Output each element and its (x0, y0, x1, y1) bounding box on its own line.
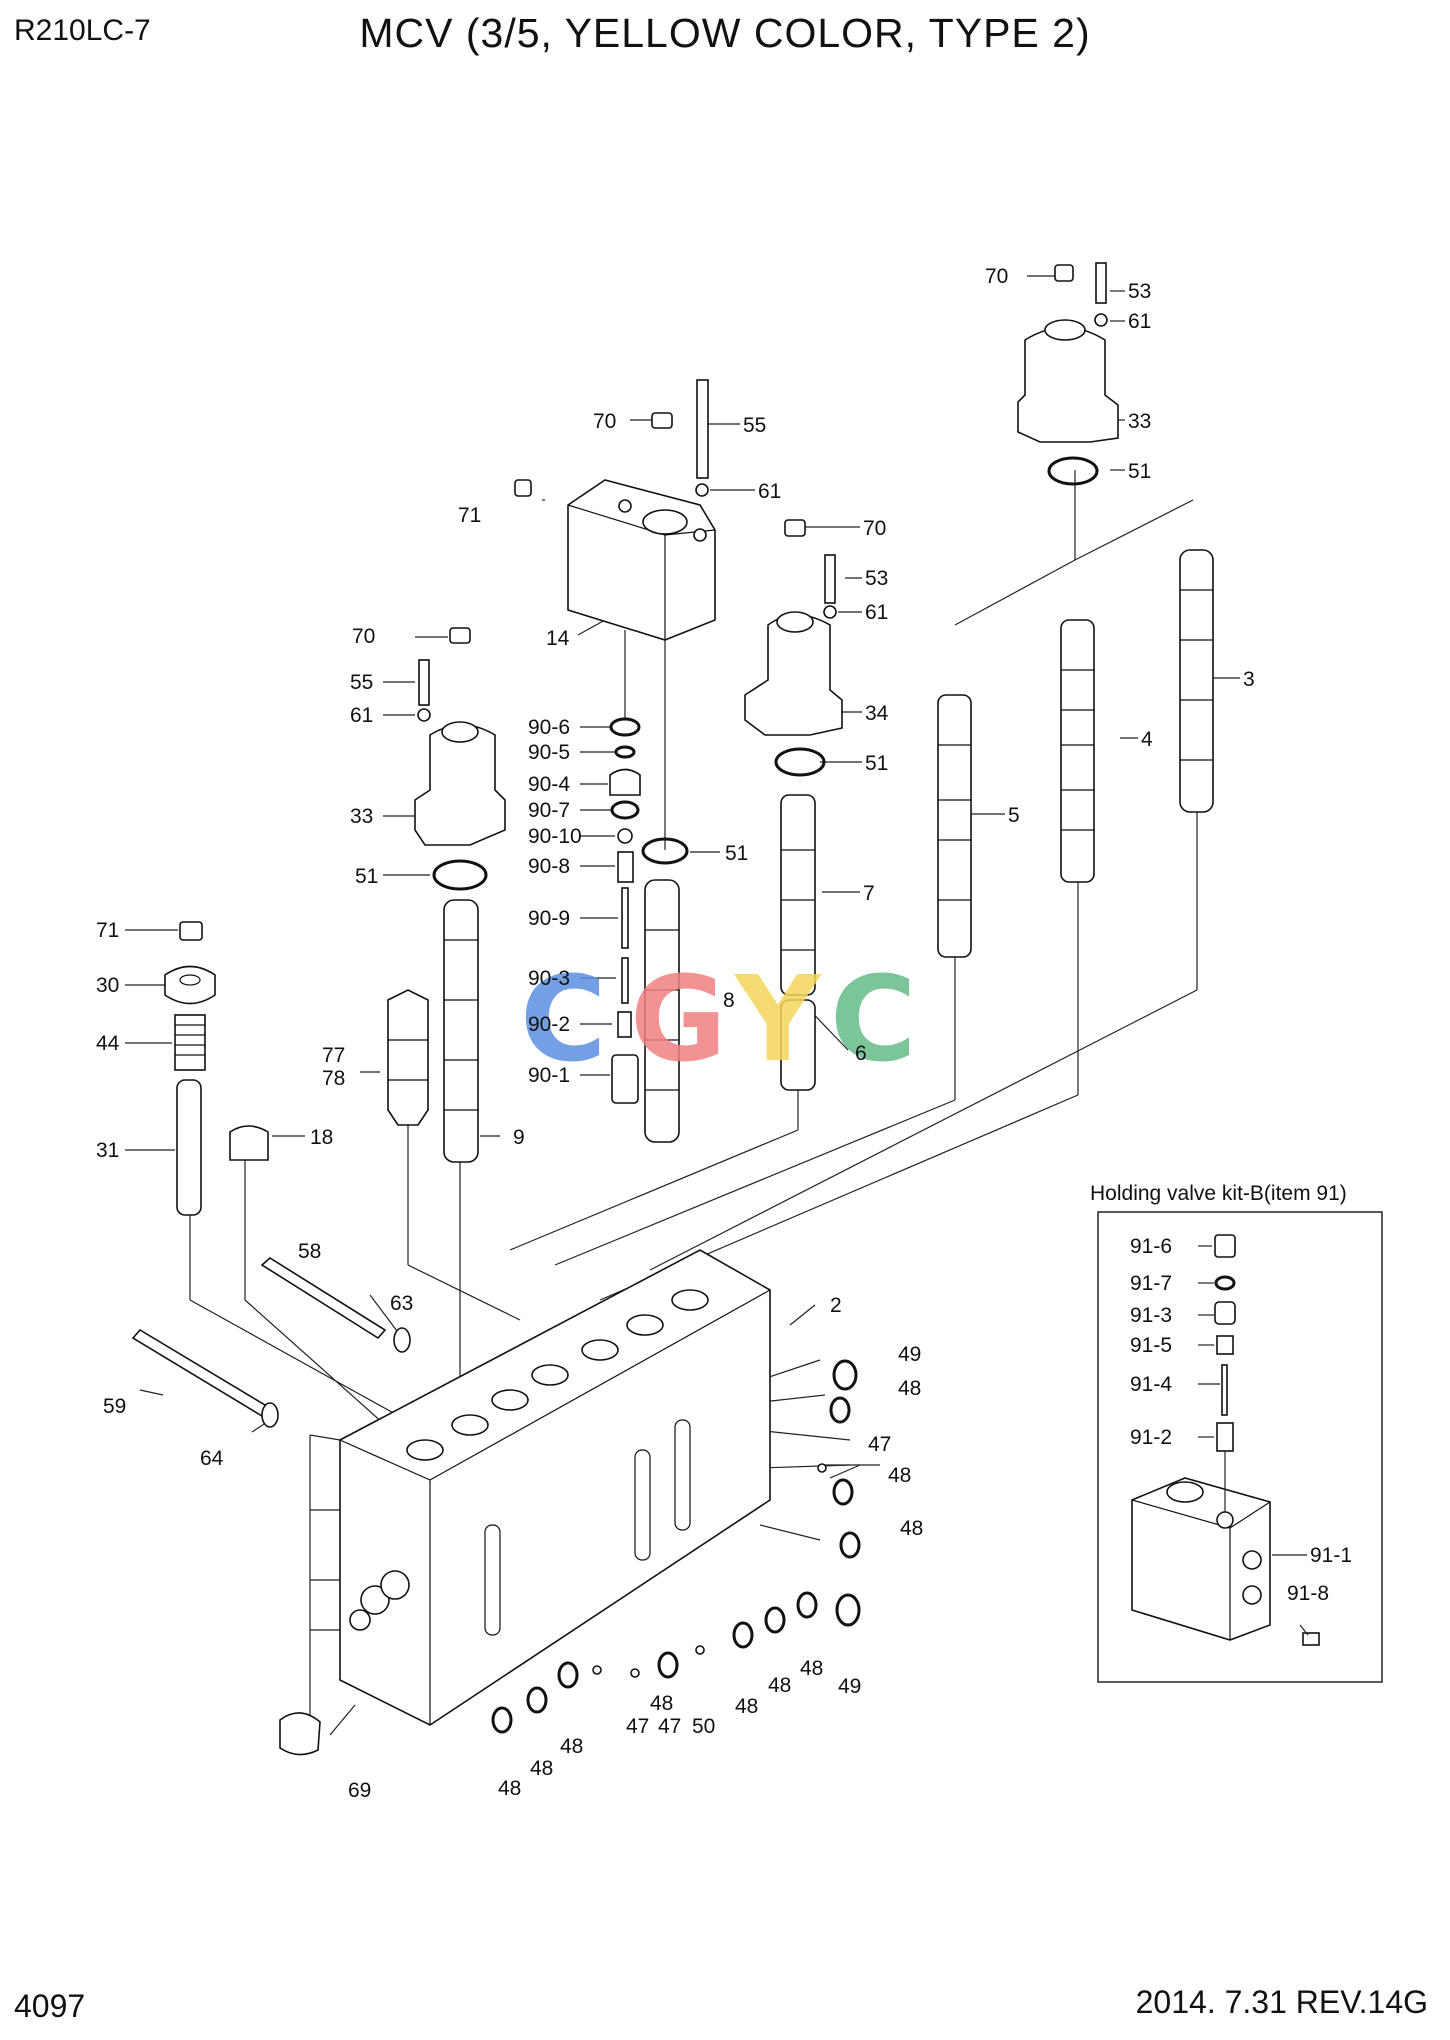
callout-48: 48 (800, 1657, 823, 1680)
callout-50: 50 (692, 1715, 715, 1738)
callout-34: 34 (865, 702, 889, 725)
callout-9: 9 (513, 1126, 525, 1149)
callout-90-2: 90-2 (528, 1013, 570, 1036)
watermark-letter-1: C (520, 950, 607, 1088)
callout-70: 70 (985, 265, 1008, 288)
callout-90-5: 90-5 (528, 741, 570, 764)
callout-91-3: 91-3 (1130, 1304, 1172, 1327)
callout-91-7: 91-7 (1130, 1272, 1172, 1295)
callout-48: 48 (900, 1517, 923, 1540)
callout-55: 55 (350, 671, 373, 694)
callout-64: 64 (200, 1447, 224, 1470)
callout-70: 70 (863, 517, 886, 540)
callout-55: 55 (743, 414, 766, 437)
spool-5 (937, 694, 972, 958)
callout-61: 61 (865, 601, 888, 624)
callout-78: 78 (322, 1067, 345, 1090)
callout-58: 58 (298, 1240, 321, 1263)
callout-5: 5 (1008, 804, 1020, 827)
spool-4 (1060, 619, 1095, 883)
spool-3 (1179, 549, 1214, 813)
callout-59: 59 (103, 1395, 126, 1418)
bolts-58-59 (131, 1257, 411, 1756)
callout-90-6: 90-6 (528, 716, 570, 739)
callout-90-7: 90-7 (528, 799, 570, 822)
page-number: 4097 (14, 1988, 86, 2024)
relief-valve-stack (164, 921, 429, 1216)
callout-33: 33 (350, 805, 373, 828)
callout-53: 53 (1128, 280, 1151, 303)
callout-48: 48 (735, 1695, 758, 1718)
callout-51: 51 (1128, 460, 1151, 483)
callout-53: 53 (865, 567, 888, 590)
callout-14: 14 (546, 627, 570, 650)
callout-47: 47 (868, 1433, 891, 1456)
callout-44: 44 (96, 1032, 120, 1055)
callout-3: 3 (1243, 668, 1255, 691)
callout-2: 2 (830, 1294, 842, 1317)
callout-91-8: 91-8 (1287, 1582, 1329, 1605)
callout-48: 48 (498, 1777, 521, 1800)
callout-8: 8 (723, 989, 735, 1012)
callout-91-5: 91-5 (1130, 1334, 1172, 1357)
callout-70: 70 (352, 625, 375, 648)
callout-90-9: 90-9 (528, 907, 570, 930)
callout-7: 7 (863, 882, 875, 905)
model-code: R210LC-7 (14, 14, 151, 47)
holding-valve-kit-inset (1097, 1211, 1383, 1683)
callout-49: 49 (898, 1343, 921, 1366)
callout-91-1: 91-1 (1310, 1544, 1352, 1567)
callout-90-10: 90-10 (528, 825, 582, 848)
callout-labels: 70 53 61 33 51 70 55 61 71 14 70 53 61 3… (96, 265, 1352, 1802)
callout-90-3: 90-3 (528, 967, 570, 990)
inset-title: Holding valve kit-B(item 91) (1090, 1182, 1347, 1205)
callout-48: 48 (560, 1735, 583, 1758)
callout-61: 61 (758, 480, 781, 503)
callout-91-4: 91-4 (1130, 1373, 1172, 1396)
callout-90-4: 90-4 (528, 773, 570, 796)
watermark: C G Y C (520, 950, 917, 1088)
callout-6: 6 (855, 1042, 867, 1065)
callout-77: 77 (322, 1044, 345, 1067)
actuator-34 (744, 519, 843, 1091)
callout-31: 31 (96, 1139, 119, 1162)
callout-51: 51 (865, 752, 888, 775)
watermark-letter-2: G (630, 950, 727, 1088)
revision-date: 2014. 7.31 REV.14G (1135, 1984, 1428, 2020)
watermark-letter-4: C (830, 950, 917, 1088)
callout-47: 47 (658, 1715, 681, 1738)
callout-48: 48 (650, 1692, 673, 1715)
main-valve-body-2 (339, 1249, 771, 1726)
callout-33: 33 (1128, 410, 1151, 433)
callout-91-6: 91-6 (1130, 1235, 1172, 1258)
actuator-33-top-right (1017, 262, 1119, 486)
callout-48: 48 (768, 1674, 791, 1697)
callout-91-2: 91-2 (1130, 1426, 1172, 1449)
callout-51: 51 (355, 865, 378, 888)
holding-valve-block-14 (514, 379, 716, 1143)
callout-71: 71 (458, 504, 481, 527)
callout-90-8: 90-8 (528, 855, 570, 878)
callout-70: 70 (593, 410, 616, 433)
o-rings-48-49 (491, 1359, 861, 1734)
callout-49: 49 (838, 1675, 861, 1698)
callout-4: 4 (1141, 728, 1153, 751)
callout-18: 18 (310, 1126, 333, 1149)
callout-47: 47 (626, 1715, 649, 1738)
callout-48: 48 (530, 1757, 553, 1780)
callout-61: 61 (350, 704, 373, 727)
callout-71: 71 (96, 919, 119, 942)
callout-48: 48 (888, 1464, 911, 1487)
callout-51: 51 (725, 842, 748, 865)
callout-69: 69 (348, 1779, 371, 1802)
page-title: MCV (3/5, YELLOW COLOR, TYPE 2) (359, 10, 1091, 56)
watermark-letter-3: Y (733, 950, 822, 1088)
callout-63: 63 (390, 1292, 413, 1315)
callout-30: 30 (96, 974, 119, 997)
actuator-33-left (414, 627, 506, 1163)
callout-90-1: 90-1 (528, 1064, 570, 1087)
callout-48: 48 (898, 1377, 921, 1400)
callout-61: 61 (1128, 310, 1151, 333)
